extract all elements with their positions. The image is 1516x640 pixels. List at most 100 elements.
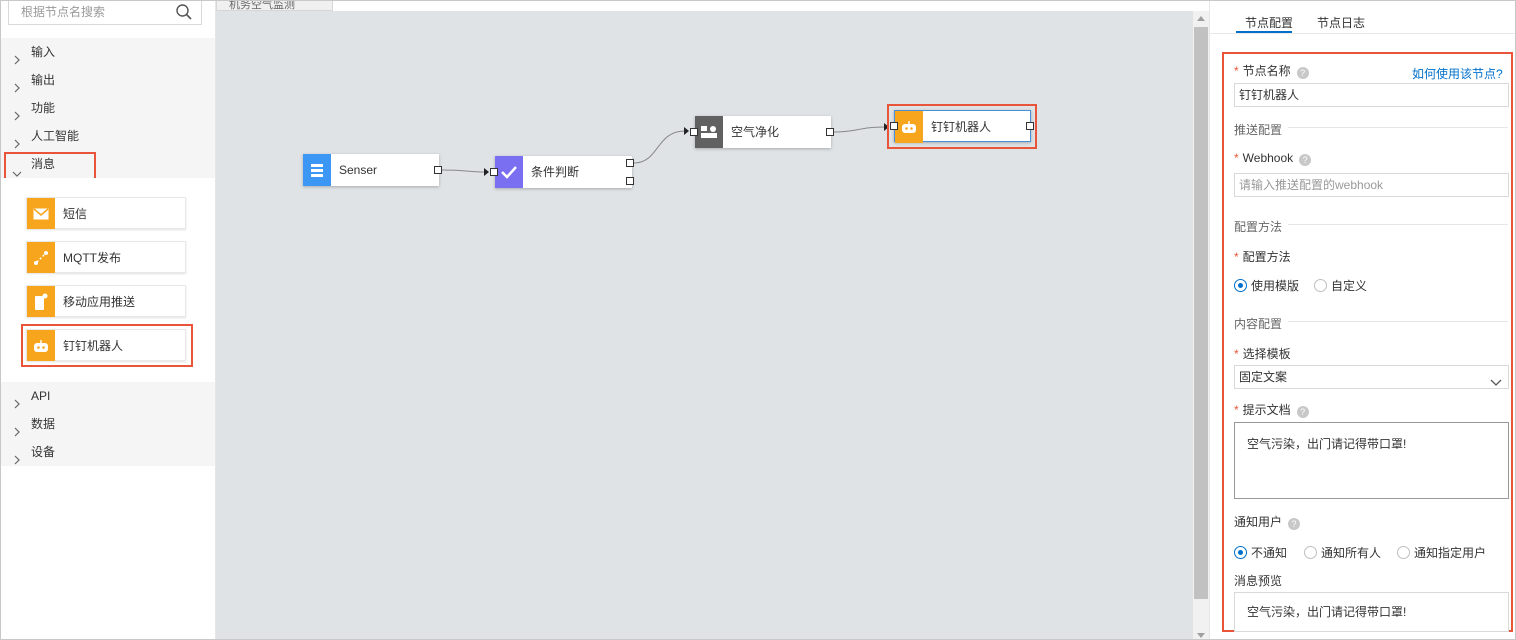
flow-node-air-purify[interactable]: 空气净化: [695, 116, 831, 148]
flow-node-label: 条件判断: [531, 165, 580, 179]
library-node-label: 短信: [63, 207, 88, 221]
category-message[interactable]: 消息: [1, 150, 215, 178]
template-selected-value: 固定文案: [1239, 370, 1288, 384]
notify-label: 通知用户?: [1234, 513, 1301, 530]
chevron-right-icon: [13, 131, 21, 159]
library-node-label: MQTT发布: [63, 251, 121, 265]
radio-unchecked-icon: [1314, 279, 1327, 292]
scroll-up-icon[interactable]: [1197, 16, 1205, 21]
scrollbar-thumb[interactable]: [1194, 27, 1208, 599]
robot-icon: [27, 330, 55, 361]
chevron-down-icon: [12, 160, 22, 188]
help-icon[interactable]: ?: [1296, 406, 1309, 418]
library-node-mqtt[interactable]: MQTT发布: [26, 241, 186, 273]
flow-node-dingtalk-robot[interactable]: 钉钉机器人: [894, 110, 1031, 143]
radio-use-template[interactable]: 使用模版: [1234, 277, 1299, 294]
category-output[interactable]: 输出: [1, 66, 215, 94]
output-port[interactable]: [1026, 122, 1034, 130]
radio-notify-all[interactable]: 通知所有人: [1304, 544, 1381, 561]
radio-custom[interactable]: 自定义: [1314, 277, 1367, 294]
input-port[interactable]: [890, 122, 898, 130]
flow-node-condition[interactable]: 条件判断: [495, 156, 632, 188]
category-label: 设备: [31, 445, 56, 459]
library-node-highlight-box: [21, 324, 193, 367]
input-arrow-icon: [484, 168, 489, 176]
search-icon[interactable]: [175, 3, 193, 24]
flow-node-highlight-box: [887, 104, 1037, 149]
output-port[interactable]: [434, 166, 442, 174]
message-node-list: 短信 MQTT发布 移动应用推送 钉钉机器人: [1, 178, 215, 382]
section-push-config: 推送配置: [1234, 123, 1283, 137]
library-node-dingtalk-robot[interactable]: 钉钉机器人: [26, 329, 186, 361]
search-input[interactable]: [9, 1, 169, 23]
flow-node-label: 空气净化: [731, 125, 780, 139]
node-search-box[interactable]: [8, 1, 202, 25]
category-label: API: [31, 389, 51, 403]
category-tree: 输入 输出 功能 人工智能 消息: [1, 38, 215, 178]
input-arrow-icon: [884, 123, 889, 131]
category-data[interactable]: 数据: [1, 410, 215, 438]
category-ai[interactable]: 人工智能: [1, 122, 215, 150]
help-icon[interactable]: ?: [1288, 518, 1301, 530]
chevron-right-icon: [13, 103, 21, 131]
output-port-false[interactable]: [626, 177, 634, 185]
canvas-scrollbar[interactable]: [1193, 11, 1209, 639]
category-tree-bottom: API 数据 设备: [1, 382, 215, 466]
sensor-list-icon: [303, 154, 331, 186]
library-node-label: 钉钉机器人: [63, 339, 124, 353]
node-config-panel: 节点配置 节点日志 *节点名称? 如何使用该节点? 钉钉机器人 推送配置 *We…: [1209, 1, 1515, 639]
flow-canvas[interactable]: [216, 11, 1193, 639]
library-node-sms[interactable]: 短信: [26, 197, 186, 229]
category-label: 消息: [31, 157, 56, 171]
category-function[interactable]: 功能: [1, 94, 215, 122]
section-method: 配置方法: [1234, 220, 1283, 234]
tab-node-config[interactable]: 节点配置: [1245, 16, 1294, 30]
category-label: 数据: [31, 417, 56, 431]
chevron-right-icon: [13, 47, 21, 75]
radio-no-notify[interactable]: 不通知: [1234, 544, 1287, 561]
envelope-icon: [27, 198, 55, 229]
webhook-input[interactable]: 请输入推送配置的webhook: [1234, 173, 1509, 197]
tab-node-log[interactable]: 节点日志: [1317, 16, 1366, 30]
preview-label: 消息预览: [1234, 574, 1283, 588]
template-label: *选择模板: [1234, 347, 1291, 361]
scroll-down-icon[interactable]: [1197, 633, 1205, 638]
help-icon[interactable]: ?: [1299, 154, 1312, 166]
flow-tab-label: 机务空气监测: [229, 0, 295, 11]
input-port[interactable]: [490, 168, 498, 176]
library-node-mobile-push[interactable]: 移动应用推送: [26, 285, 186, 317]
mqtt-publish-icon: [27, 242, 55, 273]
output-port[interactable]: [826, 128, 834, 136]
chevron-right-icon: [13, 75, 21, 103]
node-name-input[interactable]: 钉钉机器人: [1234, 83, 1509, 107]
radio-notify-specific[interactable]: 通知指定用户: [1397, 544, 1486, 561]
section-content: 内容配置: [1234, 317, 1283, 331]
config-tabs: 节点配置 节点日志: [1210, 1, 1515, 34]
radio-checked-icon: [1234, 546, 1247, 559]
check-icon: [495, 156, 523, 188]
chevron-right-icon: [13, 419, 21, 447]
output-port-true[interactable]: [626, 159, 634, 167]
config-form: *节点名称? 如何使用该节点? 钉钉机器人 推送配置 *Webhook? 请输入…: [1222, 52, 1513, 632]
category-api[interactable]: API: [1, 382, 215, 410]
node-library-panel: 输入 输出 功能 人工智能 消息: [1, 1, 216, 639]
mobile-push-icon: [27, 286, 55, 317]
category-input[interactable]: 输入: [1, 38, 215, 66]
active-tab-indicator: [1236, 31, 1292, 33]
robot-icon: [895, 111, 923, 143]
input-port[interactable]: [690, 128, 698, 136]
radio-checked-icon: [1234, 279, 1247, 292]
doc-textarea[interactable]: 空气污染，出门请记得带口罩!: [1234, 422, 1509, 499]
category-label: 输出: [31, 73, 56, 87]
category-device[interactable]: 设备: [1, 438, 215, 466]
doc-label: *提示文档?: [1234, 401, 1309, 418]
section-divider: [1288, 321, 1508, 322]
node-name-label: *节点名称?: [1234, 62, 1309, 79]
radio-unchecked-icon: [1397, 546, 1410, 559]
flow-tab[interactable]: 机务空气监测: [216, 1, 333, 11]
template-select[interactable]: 固定文案: [1234, 365, 1509, 389]
how-to-use-link[interactable]: 如何使用该节点?: [1412, 67, 1503, 81]
help-icon[interactable]: ?: [1296, 67, 1309, 79]
flow-node-senser[interactable]: Senser: [303, 154, 439, 186]
